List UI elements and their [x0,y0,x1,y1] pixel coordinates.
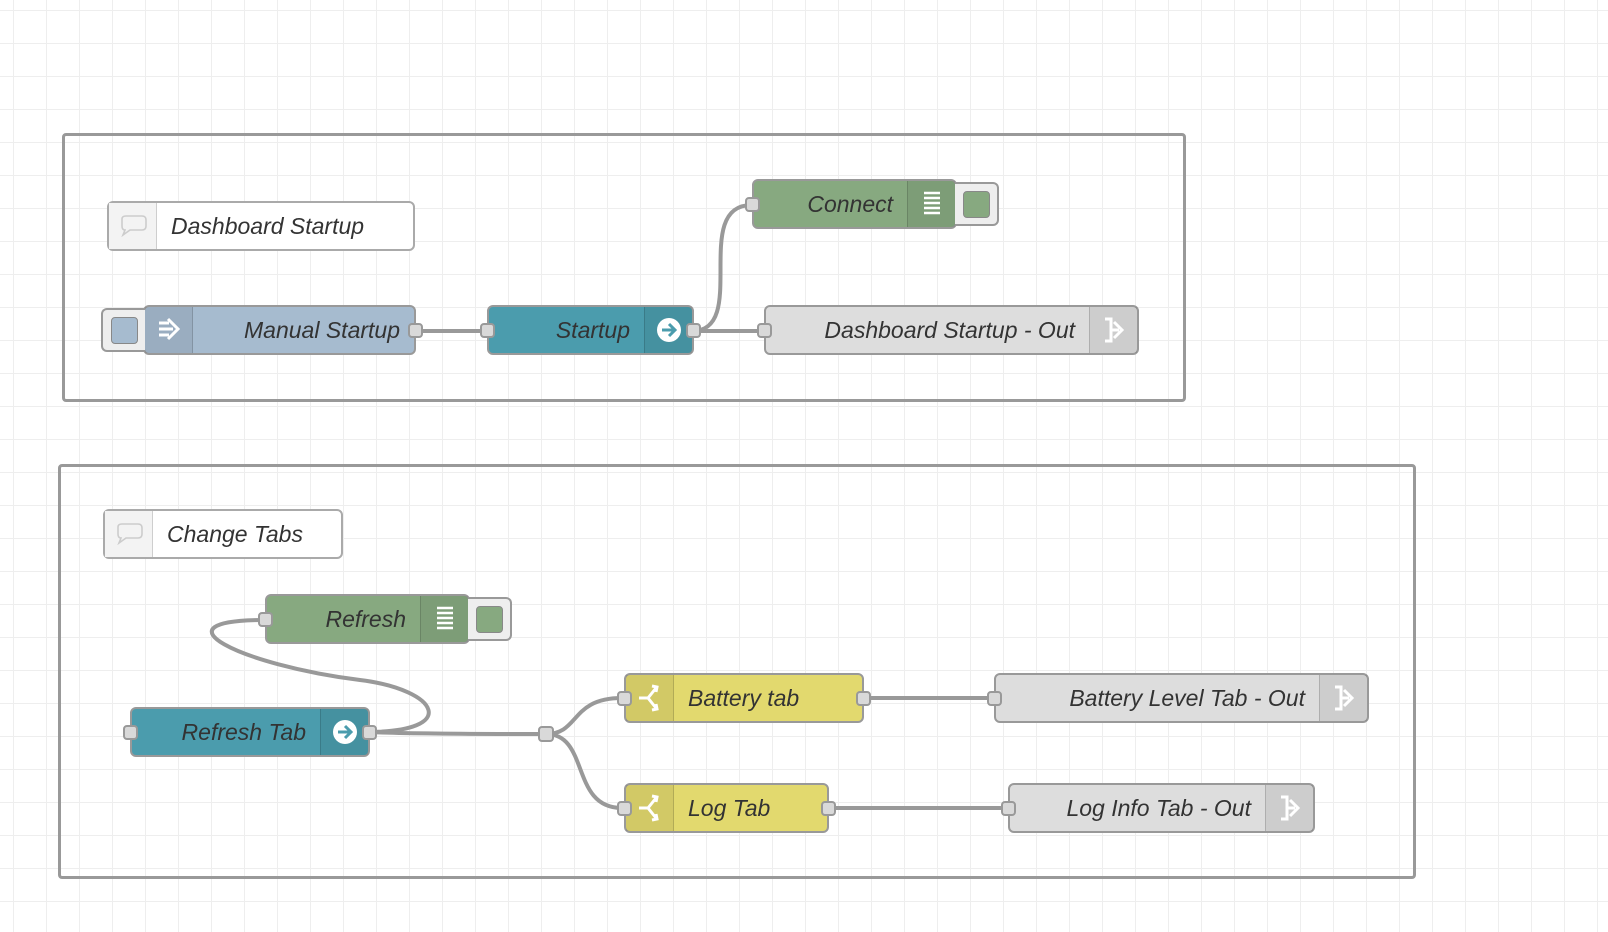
input-port[interactable] [1001,801,1016,816]
debug-toggle-button[interactable] [955,182,999,226]
node-label: Log Info Tab - Out [1066,794,1251,821]
node-log-tab[interactable]: Log Tab [617,783,836,833]
input-port[interactable] [258,612,273,627]
switch-fork-icon [626,785,674,831]
comment-label: Change Tabs [167,520,303,547]
wire-refresh-tab-to-refresh [209,618,431,734]
input-port[interactable] [617,801,632,816]
output-port[interactable] [362,725,377,740]
output-port[interactable] [856,691,871,706]
node-connect[interactable]: Connect [745,179,999,229]
wire-junction-to-log [544,732,624,810]
link-out-icon [1265,785,1313,831]
node-label: Manual Startup [244,316,400,343]
link-out-icon [1089,307,1137,353]
wire-junction[interactable] [538,726,554,742]
inject-arrow-icon [145,307,193,353]
link-out-icon [1319,675,1367,721]
comment-change-tabs[interactable]: Change Tabs [103,509,343,559]
input-port[interactable] [480,323,495,338]
input-port[interactable] [617,691,632,706]
wire-startup-to-connect [690,203,754,333]
node-label: Refresh [325,605,406,632]
node-battery-level-tab-out[interactable]: Battery Level Tab - Out [987,673,1369,723]
inject-trigger-button[interactable] [101,308,145,352]
comment-icon [105,511,153,557]
input-port[interactable] [987,691,1002,706]
link-call-arrow-icon [644,307,692,353]
node-battery-tab[interactable]: Battery tab [617,673,871,723]
node-label: Log Tab [688,794,771,821]
node-label: Dashboard Startup - Out [824,316,1075,343]
input-port[interactable] [123,725,138,740]
node-log-info-tab-out[interactable]: Log Info Tab - Out [1001,783,1315,833]
group-change-tabs[interactable] [58,464,1416,879]
node-dashboard-startup-out[interactable]: Dashboard Startup - Out [757,305,1139,355]
output-port[interactable] [408,323,423,338]
node-manual-startup[interactable]: Manual Startup [101,305,423,355]
node-startup[interactable]: Startup [480,305,701,355]
input-port[interactable] [757,323,772,338]
debug-list-icon [907,181,955,227]
node-label: Refresh Tab [181,718,306,745]
wire-junction-to-battery [544,696,624,736]
group-dashboard-startup[interactable] [62,133,1186,402]
node-label: Connect [807,190,893,217]
node-refresh[interactable]: Refresh [258,594,512,644]
comment-icon [109,203,157,249]
node-refresh-tab[interactable]: Refresh Tab [123,707,377,757]
debug-toggle-button[interactable] [468,597,512,641]
node-label: Battery Level Tab - Out [1069,684,1305,711]
node-label: Battery tab [688,684,800,711]
input-port[interactable] [745,197,760,212]
output-port[interactable] [686,323,701,338]
wire-refresh-tab-to-junction [365,730,548,736]
debug-list-icon [420,596,468,642]
comment-label: Dashboard Startup [171,212,365,239]
node-label: Startup [555,316,630,343]
output-port[interactable] [821,801,836,816]
link-call-arrow-icon [320,709,368,755]
switch-fork-icon [626,675,674,721]
comment-dashboard-startup[interactable]: Dashboard Startup [107,201,415,251]
